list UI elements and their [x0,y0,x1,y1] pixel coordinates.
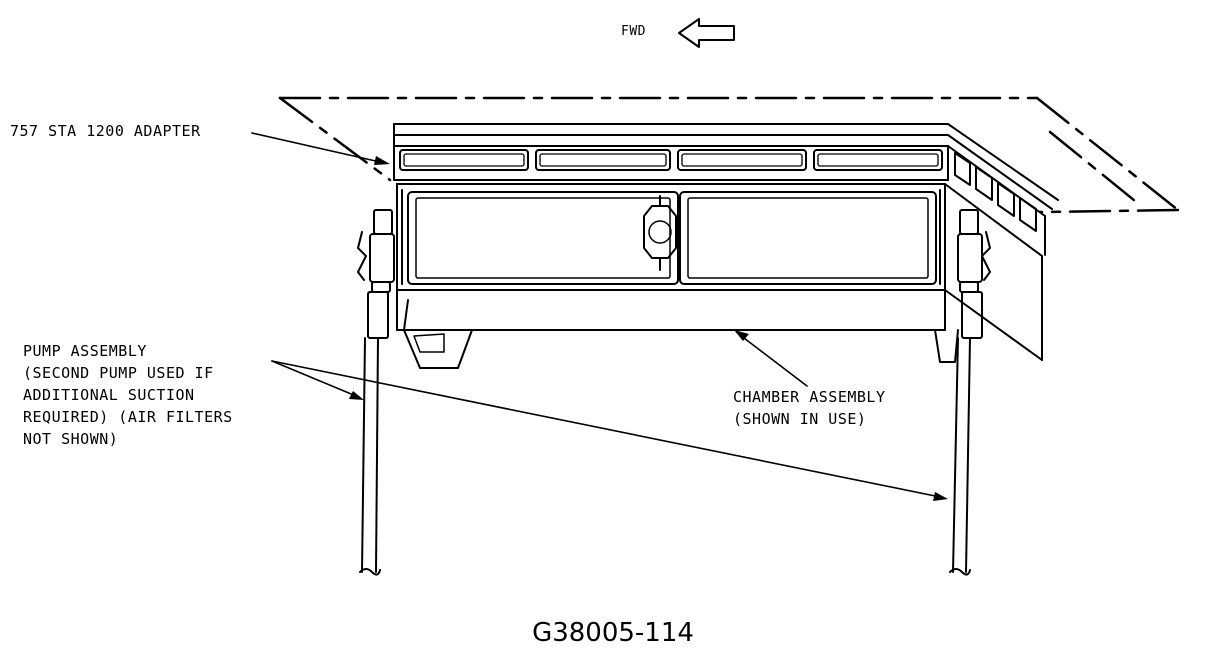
leader-lines [251,132,948,501]
pump-callout-line-5: NOT SHOWN) [23,430,119,448]
chamber-windows [407,191,937,285]
chamber-box [396,183,1043,361]
chamber-lower-body [396,289,959,369]
aircraft-floor-outline [278,96,1180,214]
pump-callout-line-2: (SECOND PUMP USED IF [23,364,214,382]
pump-assembly-left [357,209,395,576]
adapter-slots [399,149,1037,232]
fwd-label: FWD [621,24,646,39]
fwd-arrow-icon [678,18,735,48]
pump-callout-line-3: ADDITIONAL SUCTION [23,386,195,404]
pump-assembly-right [949,209,991,576]
pump-callout-line-1: PUMP ASSEMBLY [23,342,147,360]
chamber-callout-line-1: CHAMBER ASSEMBLY [733,388,886,406]
figure-id: G38005-114 [532,618,694,648]
pressure-gauge-icon [643,195,677,271]
pump-callout-line-4: REQUIRED) (AIR FILTERS [23,408,233,426]
adapter-frame [393,123,1059,256]
chamber-callout-line-2: (SHOWN IN USE) [733,410,867,428]
adapter-callout: 757 STA 1200 ADAPTER [10,122,201,140]
